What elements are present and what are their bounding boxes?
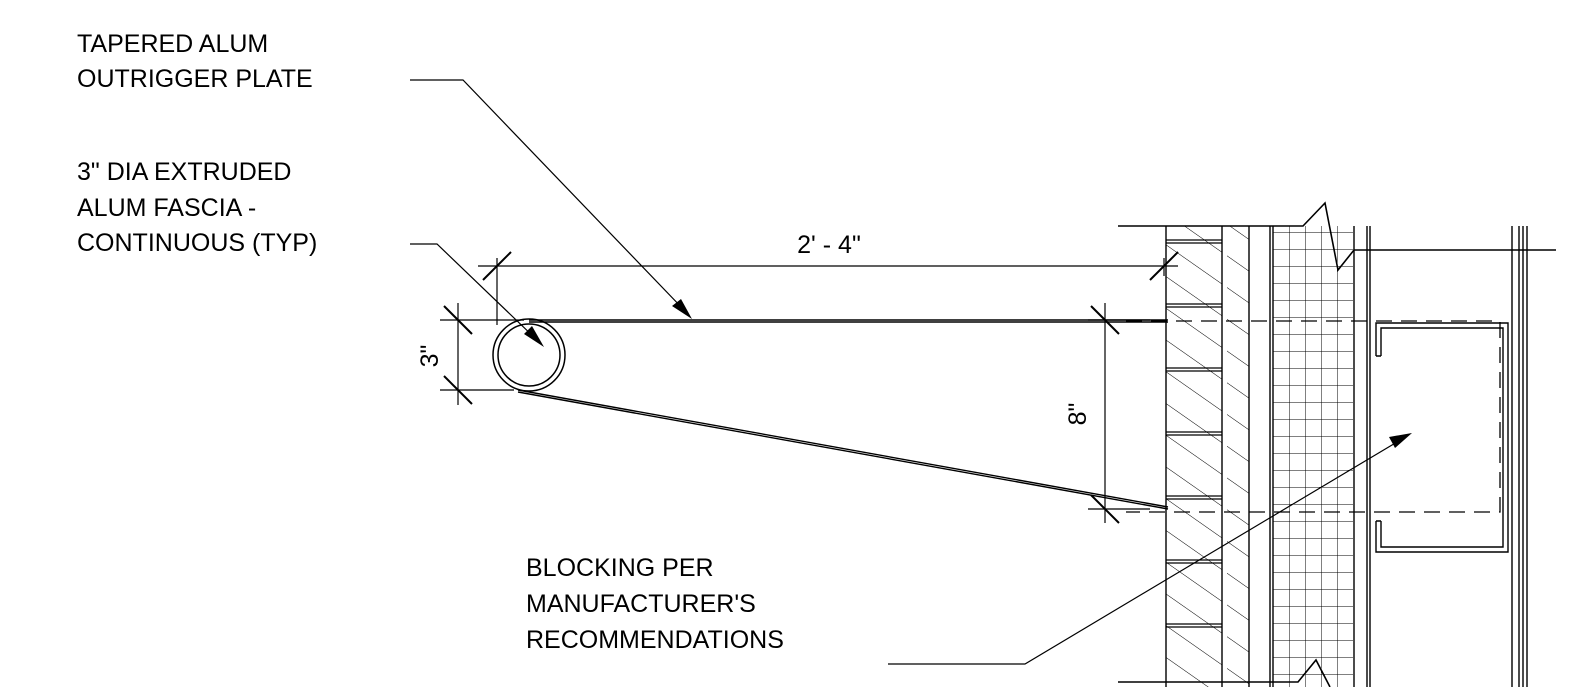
leader-outrigger [410, 79, 686, 312]
fascia-tube [492, 318, 566, 392]
dim-tick-bottom [443, 375, 473, 405]
outrigger-plate [517, 319, 1169, 510]
blocking-outline-hidden [1126, 320, 1501, 513]
callout-fascia-line-1: 3" DIA EXTRUDED [77, 158, 291, 186]
stud-lips [1376, 355, 1381, 522]
dim-plate-depth-text: 8" [1064, 403, 1092, 426]
dim-overall-length [478, 251, 1179, 325]
insulation-grid [1273, 226, 1353, 687]
leader-arrow-outrigger [672, 299, 692, 319]
dim-tick-bottom [1090, 494, 1120, 524]
dim-plate-depth [1088, 303, 1150, 524]
leader-arrow-blocking [1389, 433, 1412, 448]
dim-fascia-diameter [440, 303, 524, 405]
wall-layer-lines [1165, 226, 1528, 687]
stud-channel [1375, 322, 1509, 553]
callout-fascia: 3" DIA EXTRUDED ALUM FASCIA - CONTINUOUS… [77, 158, 544, 347]
callout-blocking: BLOCKING PER MANUFACTURER'S RECOMMENDATI… [526, 433, 1412, 665]
callout-blocking-line-2: MANUFACTURER'S [526, 590, 756, 618]
callout-fascia-line-3: CONTINUOUS (TYP) [77, 229, 317, 257]
callout-blocking-line-3: RECOMMENDATIONS [526, 626, 784, 654]
wall-assembly [1166, 226, 1353, 687]
leader-blocking [888, 438, 1403, 665]
callout-outrigger-line-2: OUTRIGGER PLATE [77, 65, 313, 93]
dim-tick-right [1149, 251, 1179, 281]
dim-fascia-diameter-text: 3" [416, 345, 444, 368]
callout-fascia-line-2: ALUM FASCIA - [77, 194, 256, 222]
sheathing-hatch [1227, 226, 1249, 687]
callout-outrigger-line-1: TAPERED ALUM [77, 30, 268, 58]
dim-tick-top [1090, 305, 1120, 335]
dim-tick-left [482, 251, 512, 281]
top-break-line [1118, 201, 1556, 272]
leader-arrow-fascia [524, 326, 544, 347]
brick-ties [1166, 239, 1222, 628]
leader-fascia [410, 243, 538, 341]
dim-overall-length-text: 2' - 4" [797, 231, 861, 259]
callout-outrigger-plate: TAPERED ALUM OUTRIGGER PLATE [77, 30, 692, 319]
brick-veneer-hatch [1166, 226, 1222, 687]
dim-tick-top [443, 305, 473, 335]
callout-blocking-line-1: BLOCKING PER [526, 554, 714, 582]
bottom-break-line [1118, 658, 1331, 687]
